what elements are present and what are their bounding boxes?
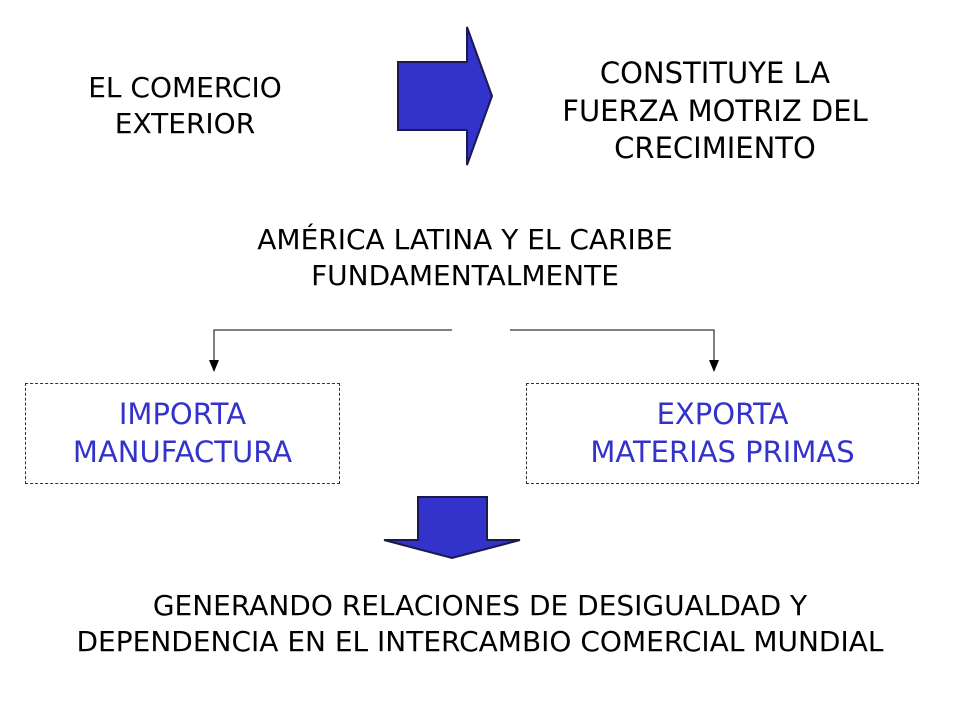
connector-left-arrowhead [209, 360, 219, 372]
growth-driver-label: CONSTITUYE LA FUERZA MOTRIZ DEL CRECIMIE… [505, 55, 925, 168]
latin-america-line-1: AMÉRICA LATINA Y EL CARIBE [257, 223, 673, 256]
down-block-arrow [383, 496, 521, 560]
exports-box: EXPORTA MATERIAS PRIMAS [526, 383, 919, 484]
latin-america-label: AMÉRICA LATINA Y EL CARIBE FUNDAMENTALME… [150, 222, 780, 295]
connector-right-arrowhead [709, 360, 719, 372]
exports-line-2: MATERIAS PRIMAS [590, 434, 855, 469]
exports-line-1: EXPORTA [656, 396, 789, 431]
conclusion-line-2: DEPENDENCIA EN EL INTERCAMBIO COMERCIAL … [76, 625, 884, 659]
imports-line-1: IMPORTA [118, 396, 247, 431]
foreign-trade-line-1: EL COMERCIO [88, 71, 282, 104]
foreign-trade-line-2: EXTERIOR [114, 107, 256, 141]
connector-left [213, 329, 452, 362]
imports-box: IMPORTA MANUFACTURA [25, 383, 340, 484]
connector-right [510, 329, 715, 362]
latin-america-line-2: FUNDAMENTALMENTE [311, 259, 619, 293]
conclusion-line-1: GENERANDO RELACIONES DE DESIGUALDAD Y [152, 589, 808, 622]
foreign-trade-label: EL COMERCIO EXTERIOR [40, 70, 330, 143]
conclusion-label: GENERANDO RELACIONES DE DESIGUALDAD Y DE… [20, 588, 940, 661]
imports-line-2: MANUFACTURA [72, 434, 293, 469]
right-block-arrow [397, 26, 494, 166]
growth-driver-line-2: FUERZA MOTRIZ DEL [562, 93, 868, 128]
growth-driver-line-3: CRECIMIENTO [614, 131, 816, 166]
growth-driver-line-1: CONSTITUYE LA [599, 56, 831, 90]
